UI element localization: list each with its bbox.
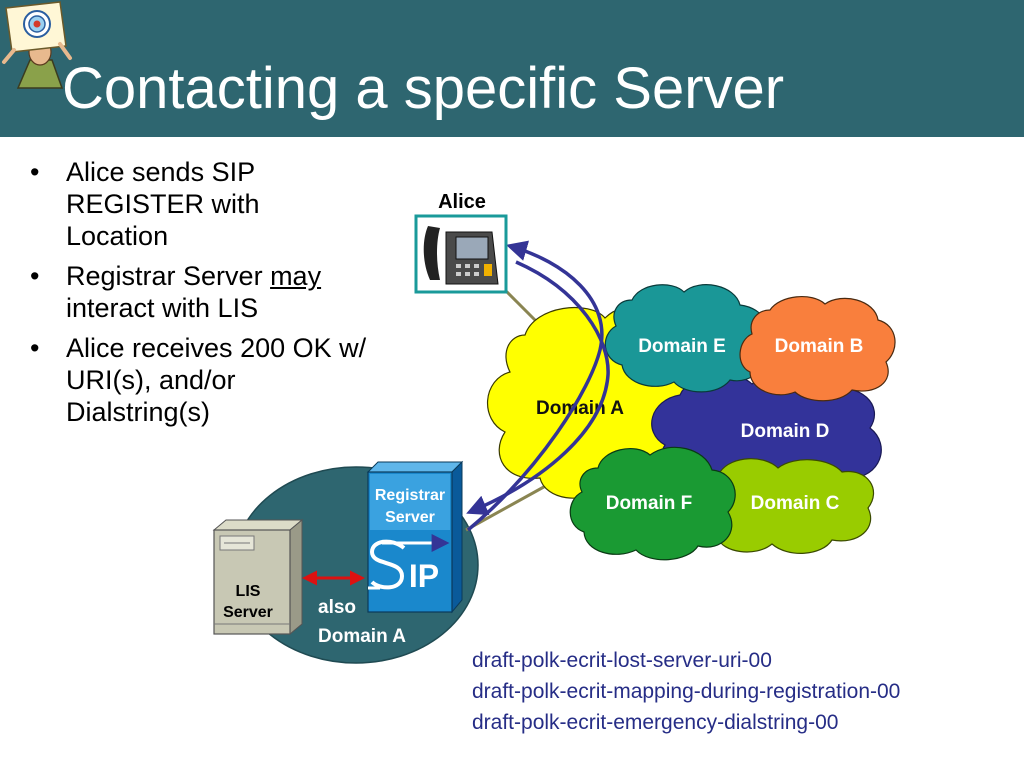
domain-b-cloud [739, 296, 896, 402]
domain-e-cloud [604, 284, 769, 393]
lis-server-label: Server [223, 604, 273, 621]
domain-a-label: Domain A [536, 398, 624, 419]
registrar-label: Server [385, 509, 435, 526]
bullet-list: • Alice sends SIP REGISTER with Location… [28, 156, 368, 436]
domain-e-label: Domain E [638, 336, 726, 357]
bullet-text: Alice receives 200 OK w/ URI(s), and/or … [66, 333, 367, 427]
title-bar [0, 0, 1024, 137]
bullet-item: • Alice receives 200 OK w/ URI(s), and/o… [30, 333, 367, 427]
slide-title: Contacting a specific Server [62, 56, 785, 121]
lis-server-label: LIS [236, 583, 261, 600]
bullet-text: Alice sends SIP REGISTER with Location [66, 157, 260, 251]
presenter-target-icon [2, 1, 72, 89]
domain-d-label: Domain D [741, 421, 830, 442]
sip-response-arrow [466, 260, 610, 516]
domain-f-cloud [569, 446, 736, 561]
bullet-text-underlined: may [270, 261, 322, 291]
bullet-text-suffix: interact with LIS [66, 293, 259, 323]
draft-reference: draft-polk-ecrit-emergency-dialstring-00 [472, 711, 839, 734]
bullet-item: • Registrar Server may interact with LIS [30, 261, 322, 323]
draft-reference: draft-polk-ecrit-lost-server-uri-00 [472, 649, 772, 672]
link-line [500, 285, 542, 327]
domain-b-label: Domain B [775, 336, 864, 357]
lis-server-icon [212, 518, 304, 636]
bullet-text-prefix: Registrar Server [66, 261, 271, 291]
registrar-label: Registrar [375, 487, 445, 504]
also-domain-a-label: Domain A [318, 626, 406, 647]
registrar-server-icon [366, 460, 464, 614]
sip-logo-text: IP [409, 558, 439, 594]
phone-icon [414, 214, 508, 294]
draft-references: draft-polk-ecrit-lost-server-uri-00 draf… [472, 645, 900, 738]
draft-reference: draft-polk-ecrit-mapping-during-registra… [472, 680, 901, 703]
domain-f-label: Domain F [606, 493, 693, 514]
also-domain-a-label: also [318, 597, 356, 618]
sip-register-arrow [466, 240, 604, 532]
alice-label: Alice [438, 191, 486, 213]
bullet-item: • Alice sends SIP REGISTER with Location [30, 157, 260, 251]
domain-c-label: Domain C [751, 493, 840, 514]
